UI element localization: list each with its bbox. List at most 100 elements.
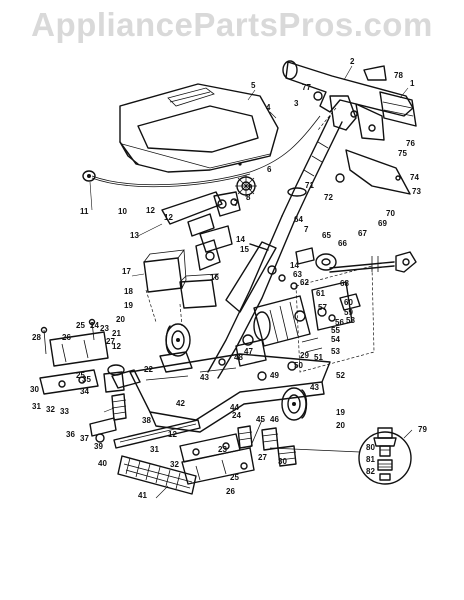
leader-lines xyxy=(89,65,413,499)
callout-label: 11 xyxy=(80,207,89,216)
callout-label: 47 xyxy=(244,347,253,356)
callout-label: 72 xyxy=(324,193,333,202)
callout-label: 55 xyxy=(331,326,340,335)
callout-label: 25 xyxy=(76,371,85,380)
rear-bracket xyxy=(179,419,263,485)
callout-label: 4 xyxy=(266,103,271,112)
callout-label: 22 xyxy=(144,365,153,374)
callout-label: 20 xyxy=(336,421,345,430)
callout-label: 79 xyxy=(418,425,427,434)
bracket-parts xyxy=(161,191,241,253)
cover-hood xyxy=(119,83,279,173)
drive-gear xyxy=(235,175,257,197)
callout-label: 33 xyxy=(60,407,69,416)
callout-label: 15 xyxy=(240,245,249,254)
callout-label: 49 xyxy=(270,371,279,380)
callout-label: 43 xyxy=(200,373,209,382)
left-side-plate xyxy=(39,318,125,395)
callout-label: 20 xyxy=(116,315,125,324)
callout-label: 18 xyxy=(124,287,133,296)
callout-label: 31 xyxy=(32,402,41,411)
motor-assembly xyxy=(235,295,311,367)
callout-label: 58 xyxy=(346,316,355,325)
callout-label: 48 xyxy=(234,353,243,362)
callout-label: 3 xyxy=(294,99,299,108)
callout-label: 68 xyxy=(340,279,349,288)
callout-label: 42 xyxy=(176,399,185,408)
callout-label: 45 xyxy=(256,415,265,424)
callout-label: 31 xyxy=(150,445,159,454)
callout-label: 32 xyxy=(46,405,55,414)
callout-label: 23 xyxy=(218,445,227,454)
callout-label: 50 xyxy=(294,361,303,370)
handle-tube xyxy=(281,115,343,223)
adjust-shaft xyxy=(315,251,417,273)
callout-label: 29 xyxy=(300,351,309,360)
tine-bar xyxy=(117,455,197,495)
callout-label: 28 xyxy=(32,333,41,342)
callout-label: 40 xyxy=(98,459,107,468)
callout-label: 75 xyxy=(398,149,407,158)
callout-label: 53 xyxy=(331,347,340,356)
callout-label: 27 xyxy=(106,337,115,346)
callout-label: 32 xyxy=(170,460,179,469)
callout-label: 44 xyxy=(230,403,239,412)
watermark-text: AppliancePartsPros.com xyxy=(31,6,433,43)
callout-label: 16 xyxy=(210,273,219,282)
callout-label: 14 xyxy=(236,235,245,244)
callout-labels: 1 2 3 4 5 6 7 7 8 9 10 11 12 13 14 14 15… xyxy=(30,57,427,500)
callout-label: 43 xyxy=(310,383,319,392)
right-bracket xyxy=(295,265,375,373)
callout-label: 37 xyxy=(80,434,89,443)
callout-label: 65 xyxy=(322,231,331,240)
callout-label: 10 xyxy=(118,207,127,216)
callout-label: 82 xyxy=(366,467,375,476)
callout-label: 35 xyxy=(82,375,91,384)
callout-label: 23 xyxy=(100,324,109,333)
callout-label: 24 xyxy=(232,411,241,420)
callout-label: 71 xyxy=(305,181,314,190)
callout-label: 46 xyxy=(270,415,279,424)
callout-label: 27 xyxy=(258,453,267,462)
callout-label: 81 xyxy=(366,455,375,464)
callout-label: 64 xyxy=(294,215,303,224)
handle-assembly xyxy=(282,60,417,195)
callout-label: 66 xyxy=(338,239,347,248)
callout-label: 76 xyxy=(406,139,415,148)
callout-label: 5 xyxy=(251,81,256,90)
callout-label: 63 xyxy=(293,270,302,279)
callout-label: 36 xyxy=(66,430,75,439)
callout-label: 61 xyxy=(316,289,325,298)
callout-label: 2 xyxy=(350,57,355,66)
callout-label: 30 xyxy=(278,457,287,466)
callout-label: 77 xyxy=(302,83,311,92)
callout-label: 12 xyxy=(164,213,173,222)
callout-label: 19 xyxy=(124,301,133,310)
left-wheel xyxy=(165,323,191,357)
callout-label: 24 xyxy=(90,321,99,330)
callout-label: 26 xyxy=(226,487,235,496)
callout-label: 57 xyxy=(318,303,327,312)
callout-label: 25 xyxy=(76,321,85,330)
inset-detail xyxy=(269,427,412,485)
callout-label: 21 xyxy=(112,329,121,338)
callout-label: 13 xyxy=(130,231,139,240)
callout-label: 62 xyxy=(300,278,309,287)
callout-label: 7 xyxy=(304,225,309,234)
callout-label: 80 xyxy=(366,443,375,452)
callout-label: 59 xyxy=(344,308,353,317)
callout-label: 52 xyxy=(336,371,345,380)
callout-label: 25 xyxy=(230,473,239,482)
callout-label: 56 xyxy=(335,318,344,327)
callout-label: 19 xyxy=(336,408,345,417)
main-frame xyxy=(195,215,295,379)
callout-label: 7 xyxy=(234,199,239,208)
control-cable xyxy=(82,115,321,188)
belt-housing xyxy=(143,249,220,327)
callout-label: 1 xyxy=(410,79,415,88)
callout-label: 14 xyxy=(290,261,299,270)
callout-label: 38 xyxy=(142,416,151,425)
callout-label: 78 xyxy=(394,71,403,80)
callout-label: 12 xyxy=(168,430,177,439)
callout-label: 74 xyxy=(410,173,419,182)
